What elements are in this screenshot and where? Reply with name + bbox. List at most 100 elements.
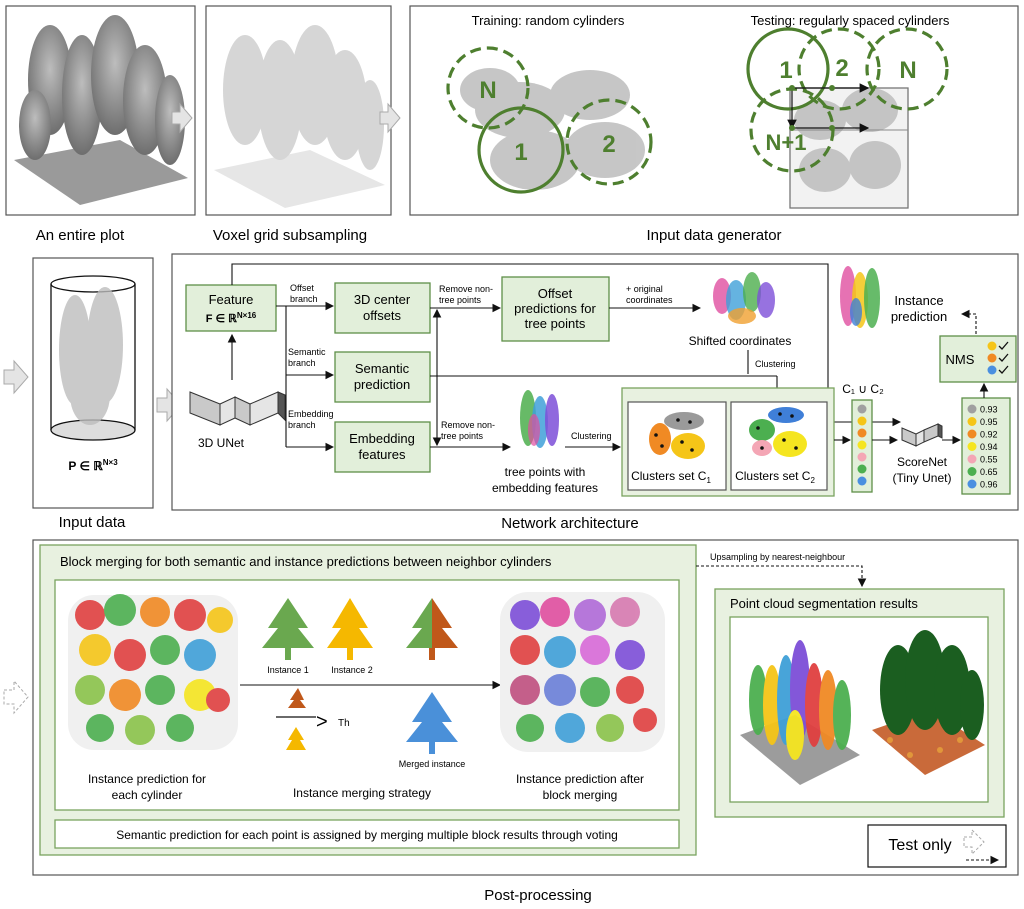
- feature-box: [185, 284, 277, 332]
- arrow-icon: [379, 102, 401, 134]
- feature-formula: F ∈ ℝN×16: [206, 311, 257, 325]
- test-label-1: 1: [779, 57, 792, 84]
- cylinder-1-train: [477, 106, 565, 194]
- test-label-2: 2: [835, 55, 848, 82]
- dashed-arrow-icon: [3, 679, 29, 715]
- semantic-voting-box: [54, 819, 680, 849]
- arrow-icon: [171, 102, 193, 134]
- training-point-cloud: [460, 68, 645, 190]
- merged-tree-icon: [406, 692, 458, 754]
- shifted-coordinates-label: Shifted coordinates: [689, 334, 792, 348]
- cylinder-2-train: [565, 98, 653, 186]
- input-formula: P ∈ ℝN×3: [68, 458, 118, 473]
- instance-prediction-image: [840, 266, 880, 328]
- score-value: 0.65: [980, 467, 998, 477]
- score-dot: [967, 442, 977, 451]
- generator-caption: Input data generator: [646, 227, 781, 244]
- test-label-N: N: [899, 57, 916, 84]
- test-only-label: Test only: [888, 837, 951, 854]
- threshold-label: Th: [338, 718, 350, 729]
- overlap-ratio-icon: [276, 688, 316, 750]
- train-label-1: 1: [514, 139, 527, 166]
- score-value: 0.93: [980, 405, 998, 415]
- instance-2-tree-icon: [327, 598, 373, 660]
- testing-title: Testing: regularly spaced cylinders: [751, 13, 950, 28]
- merging-strategy-label: Instance merging strategy: [293, 786, 431, 800]
- train-label-N: N: [479, 77, 496, 104]
- scorenet-icon: [901, 423, 943, 447]
- train-label-2: 2: [602, 131, 615, 158]
- greater-than-sign: >: [316, 711, 328, 733]
- nms-dot: [987, 353, 997, 363]
- score-value: 0.55: [980, 455, 998, 465]
- score-dot: [967, 429, 977, 439]
- voxel-plot-image: [214, 25, 385, 208]
- instance-after-merging-image: [500, 592, 665, 752]
- score-value: 0.95: [980, 417, 998, 427]
- training-title: Training: random cylinders: [472, 13, 625, 28]
- dashed-arrow-icon: [963, 828, 985, 856]
- clustering-label-2: Clustering: [571, 431, 612, 441]
- nms-label: NMS: [946, 352, 975, 367]
- unet-icon: [189, 391, 286, 426]
- embedding-features-box: [334, 421, 431, 473]
- union-dots: [857, 404, 867, 486]
- score-dot: [967, 417, 977, 426]
- semantic-prediction-box: [334, 351, 431, 403]
- clusters-set-1-label: Clusters set C1: [631, 469, 711, 485]
- semantic-voting-label: Semantic prediction for each point is as…: [116, 828, 618, 842]
- combined-tree-icon: [406, 598, 458, 660]
- voxel-caption: Voxel grid subsampling: [213, 227, 367, 244]
- instance-1-tree-icon: [262, 598, 314, 660]
- semantic-segmentation-image: [872, 630, 985, 775]
- testing-point-cloud: [789, 87, 909, 209]
- score-dot: [967, 479, 977, 489]
- cylinder-N-test: [865, 27, 949, 111]
- network-caption: Network architecture: [501, 515, 639, 532]
- score-value: 0.94: [980, 442, 998, 452]
- block-merging-title: Block merging for both semantic and inst…: [60, 554, 552, 569]
- check-icon: [998, 353, 1009, 362]
- union-label: C₁ ∪ C₂: [842, 382, 884, 396]
- nms-list: [987, 341, 1009, 375]
- post-processing-caption: Post-processing: [484, 887, 592, 904]
- clusters-set-2-label: Clusters set C2: [735, 469, 815, 485]
- instance-segmentation-image: [740, 640, 860, 785]
- score-value: 0.96: [980, 480, 998, 490]
- clusters-set-2-image: [749, 407, 807, 457]
- segmentation-title: Point cloud segmentation results: [730, 596, 918, 611]
- score-dot: [967, 454, 977, 464]
- input-cylinder: [50, 275, 136, 441]
- score-value: 0.92: [980, 430, 998, 440]
- remove-non-tree-1: Remove non-tree points: [439, 284, 493, 305]
- tree-points-image: [520, 390, 559, 448]
- shifted-coordinates-image: [713, 272, 775, 324]
- check-icon: [998, 341, 1009, 350]
- scores-list: 0.93 0.95 0.92 0.94 0.55 0.65 0.96: [967, 404, 998, 490]
- cylinder-2-test: [797, 27, 881, 111]
- input-caption: Input data: [59, 514, 126, 531]
- instance-1-label: Instance 1: [267, 665, 309, 675]
- cylinder-N-train: [446, 46, 530, 130]
- unet-label: 3D UNet: [198, 436, 245, 450]
- offset-predictions-box: [501, 276, 610, 342]
- entire-plot-image: [14, 15, 188, 205]
- score-dot: [967, 404, 977, 414]
- clustering-label-1: Clustering: [755, 359, 796, 369]
- nms-dot: [987, 365, 997, 375]
- scorenet-label: ScoreNet(Tiny Unet): [893, 455, 952, 485]
- instance-2-label: Instance 2: [331, 665, 373, 675]
- entire-plot-caption: An entire plot: [36, 227, 125, 244]
